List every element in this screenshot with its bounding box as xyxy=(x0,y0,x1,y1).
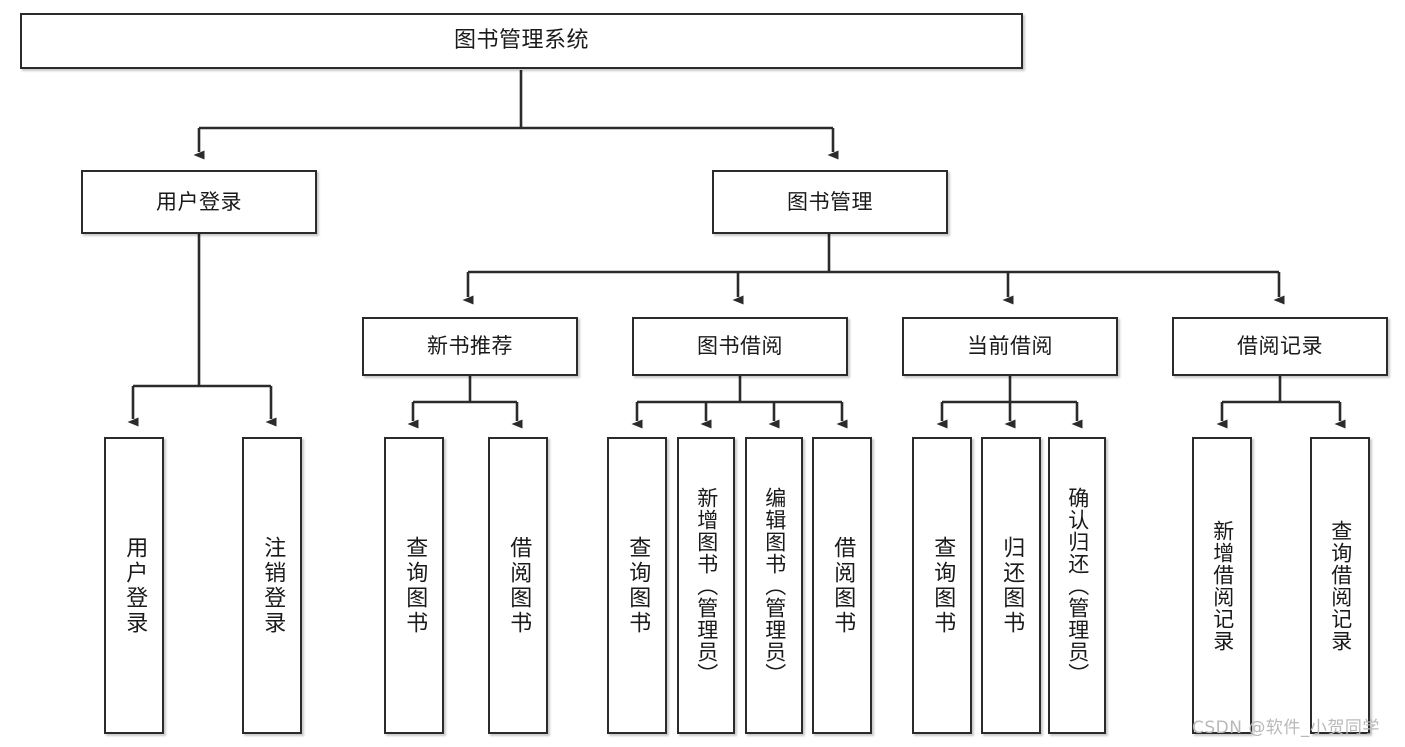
node-label: 查询借阅记录 xyxy=(1328,519,1353,652)
node-label: 用户登录 xyxy=(156,189,242,214)
node-book-management[interactable]: 图书管理 xyxy=(712,170,948,234)
leaf-book-borrow-query-books[interactable]: 查询图书 xyxy=(607,437,667,734)
leaf-user-login-logout[interactable]: 注销登录 xyxy=(242,437,302,734)
node-label: 编辑图书（管理员） xyxy=(762,486,787,685)
node-label: 查询图书 xyxy=(402,535,428,636)
leaf-current-borrow-query-books[interactable]: 查询图书 xyxy=(912,437,972,734)
leaf-borrow-record-add-record[interactable]: 新增借阅记录 xyxy=(1192,437,1252,734)
node-label: 图书管理系统 xyxy=(453,28,589,54)
node-label: 借阅图书 xyxy=(506,535,532,636)
leaf-book-borrow-add-book-admin[interactable]: 新增图书（管理员） xyxy=(677,437,735,734)
node-label: 当前借阅 xyxy=(967,334,1053,359)
node-label: 用户登录 xyxy=(122,535,148,636)
node-label: 注销登录 xyxy=(260,535,286,636)
leaf-current-borrow-confirm-return-admin[interactable]: 确认归还（管理员） xyxy=(1048,437,1106,734)
node-current-borrowing[interactable]: 当前借阅 xyxy=(902,317,1118,376)
node-label: 新增借阅记录 xyxy=(1210,519,1235,652)
node-book-borrowing[interactable]: 图书借阅 xyxy=(632,317,848,376)
leaf-new-book-query-books[interactable]: 查询图书 xyxy=(384,437,444,734)
node-label: 新增图书（管理员） xyxy=(694,486,719,685)
leaf-borrow-record-query-record[interactable]: 查询借阅记录 xyxy=(1310,437,1370,734)
node-label: 归还图书 xyxy=(999,535,1025,636)
node-label: 借阅记录 xyxy=(1237,334,1323,359)
node-label: 图书管理 xyxy=(787,189,873,214)
node-label: 图书借阅 xyxy=(697,334,783,359)
leaf-book-borrow-borrow-books[interactable]: 借阅图书 xyxy=(812,437,872,734)
node-new-book-recommendation[interactable]: 新书推荐 xyxy=(362,317,578,376)
node-label: 查询图书 xyxy=(930,535,956,636)
leaf-user-login-login[interactable]: 用户登录 xyxy=(104,437,164,734)
node-label: 借阅图书 xyxy=(830,535,856,636)
node-label: 查询图书 xyxy=(625,535,651,636)
node-borrow-records[interactable]: 借阅记录 xyxy=(1172,317,1388,376)
node-label: 确认归还（管理员） xyxy=(1065,486,1090,685)
node-user-login[interactable]: 用户登录 xyxy=(81,170,317,234)
leaf-current-borrow-return-books[interactable]: 归还图书 xyxy=(981,437,1041,734)
node-root-book-management-system[interactable]: 图书管理系统 xyxy=(20,13,1023,69)
leaf-new-book-borrow-books[interactable]: 借阅图书 xyxy=(488,437,548,734)
node-label: 新书推荐 xyxy=(427,334,513,359)
leaf-book-borrow-edit-book-admin[interactable]: 编辑图书（管理员） xyxy=(745,437,803,734)
